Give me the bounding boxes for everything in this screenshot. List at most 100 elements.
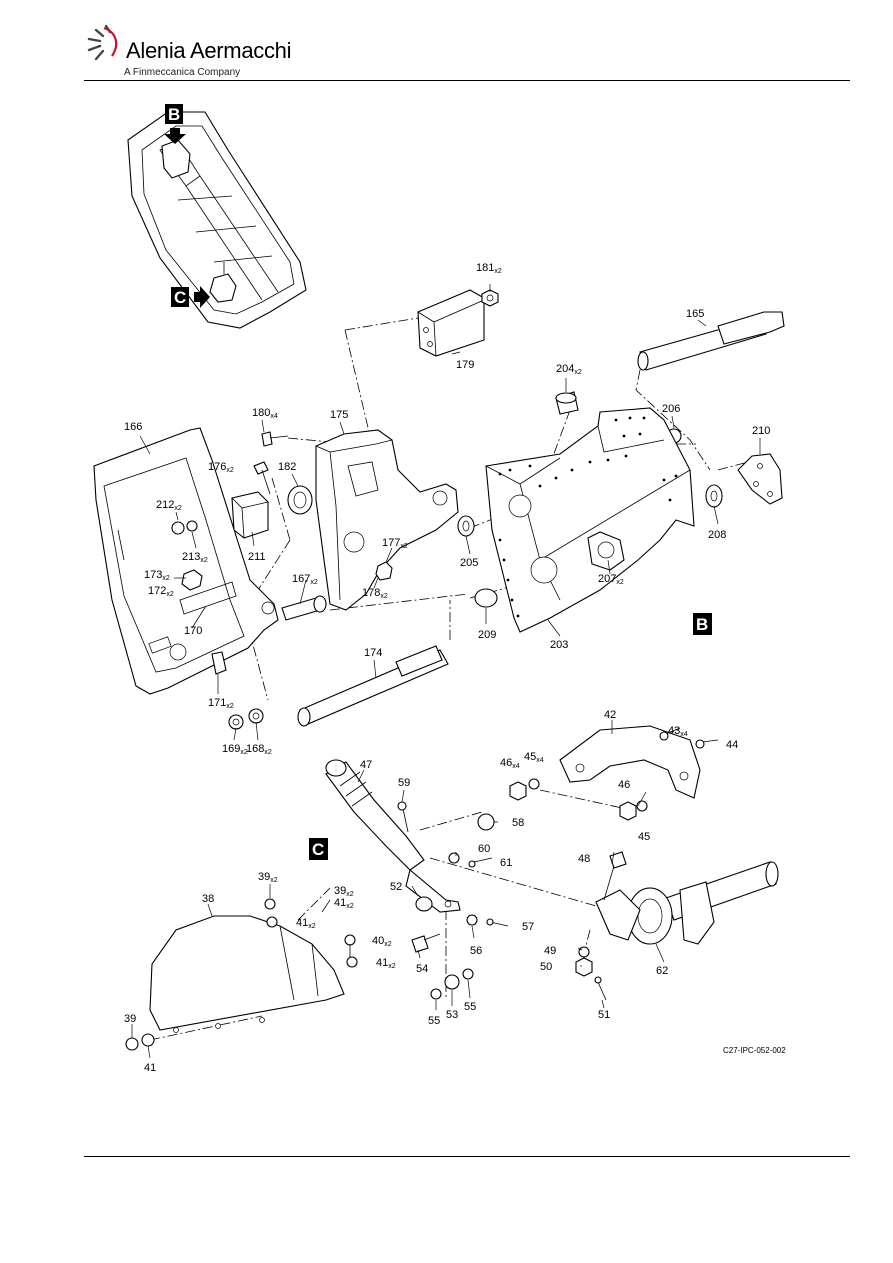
view-tag-c-top: C xyxy=(171,287,189,307)
callout-label: 204x2 xyxy=(556,363,582,376)
callout-label: 179 xyxy=(456,359,474,371)
callout-label: 182 xyxy=(278,461,296,473)
callout-label: 174 xyxy=(364,647,382,659)
callout-label: 46 xyxy=(618,779,630,791)
leader-lines xyxy=(131,284,761,1059)
handle-47 xyxy=(325,759,425,871)
callout-label: 52 xyxy=(390,881,402,893)
callout-label: 41x2 xyxy=(296,917,316,930)
callout-label: 50 xyxy=(540,961,552,973)
callout-label: 55 xyxy=(464,1001,476,1013)
callout-label: 59 xyxy=(398,777,410,789)
bolt-212 xyxy=(171,521,185,535)
callout-labels: 181x2 179 165 204x2 206 210 166 180x4 17… xyxy=(124,262,770,1074)
footer-divider xyxy=(84,1156,850,1157)
arrow-c-icon xyxy=(194,286,210,308)
callout-label: 173x2 xyxy=(144,569,170,582)
callout-label: 53 xyxy=(446,1009,458,1021)
callout-label: 60 xyxy=(478,843,490,855)
callout-label: 203 xyxy=(550,639,568,651)
callout-label: 207x2 xyxy=(598,573,624,586)
callout-label: 42 xyxy=(604,709,616,721)
figure-code: C27-IPC-052-002 xyxy=(723,1046,786,1055)
callout-label: 177x2 xyxy=(382,537,408,550)
callout-label: 178x2 xyxy=(362,587,388,600)
view-tag-b: B xyxy=(693,613,712,635)
bracket-175 xyxy=(315,429,459,611)
callout-label: 46x4 xyxy=(500,757,520,770)
callout-label: 171x2 xyxy=(208,697,234,710)
view-tag-c: C xyxy=(309,838,328,860)
housing-203 xyxy=(485,407,695,633)
callout-label: 205 xyxy=(460,557,478,569)
bearing-205 xyxy=(457,515,475,537)
svg-text:B: B xyxy=(696,615,708,634)
callout-label: 168x2 xyxy=(246,743,272,756)
callout-label: 40x2 xyxy=(372,935,392,948)
bracket-210 xyxy=(737,453,783,505)
bolt-48 xyxy=(603,851,627,901)
bearing-208 xyxy=(705,484,723,508)
screw-43 xyxy=(659,727,681,741)
screw-57 xyxy=(486,918,509,927)
washer-56 xyxy=(466,914,478,926)
washers-53-55 xyxy=(430,968,474,1000)
lever-52 xyxy=(405,869,461,913)
locator-view xyxy=(127,111,307,329)
shaft-165 xyxy=(637,311,785,371)
nut-181 xyxy=(481,289,499,307)
knob-58 xyxy=(477,813,495,831)
screw-44 xyxy=(695,739,719,749)
callout-label: 48 xyxy=(578,853,590,865)
callout-label: 62 xyxy=(656,965,668,977)
washer-168 xyxy=(248,708,264,724)
screw-60 xyxy=(448,852,460,864)
logo-swoosh-icon xyxy=(87,24,118,61)
callout-label: 39x2 xyxy=(258,871,278,884)
shaft-174 xyxy=(297,645,449,727)
washer-213 xyxy=(186,520,198,532)
brand-name: Alenia Aermacchi xyxy=(126,38,292,63)
arrow-b-icon xyxy=(164,128,186,144)
callout-label: 175 xyxy=(330,409,348,421)
brand-subtitle: A Finmeccanica Company xyxy=(124,67,241,78)
cover-38 xyxy=(149,915,345,1033)
callout-label: 41 xyxy=(144,1062,156,1074)
plug-209 xyxy=(474,588,498,608)
callout-label: 45x4 xyxy=(524,751,544,764)
callout-label: 49 xyxy=(544,945,556,957)
callout-label: 172x2 xyxy=(148,585,174,598)
callout-label: 165 xyxy=(686,308,704,320)
callout-label: 167x2 xyxy=(292,573,318,586)
callout-label: 41x2 xyxy=(376,957,396,970)
callout-label: 181x2 xyxy=(476,262,502,275)
bolt-176 xyxy=(253,461,271,495)
fasteners-39-41-lower xyxy=(125,1033,155,1051)
nut-173 xyxy=(181,569,203,591)
callout-label: 166 xyxy=(124,421,142,433)
callout-label: 54 xyxy=(416,963,428,975)
screw-59 xyxy=(397,801,409,833)
callout-label: 39x2 xyxy=(334,885,354,898)
callout-label: 58 xyxy=(512,817,524,829)
washer-49 xyxy=(578,946,590,958)
bushing-204 xyxy=(555,391,579,415)
bolt-171 xyxy=(211,651,227,675)
callout-label: 169x2 xyxy=(222,743,248,756)
washer-45-right xyxy=(636,800,648,812)
bushing-182 xyxy=(287,485,313,515)
header-divider xyxy=(84,80,850,81)
pin-51 xyxy=(594,976,607,1001)
callout-label: 176x2 xyxy=(208,461,234,474)
callout-label: 45 xyxy=(638,831,650,843)
nut-46-left xyxy=(509,781,527,801)
callout-label: 43x4 xyxy=(668,725,688,738)
callout-label: 208 xyxy=(708,529,726,541)
callout-label: 57 xyxy=(522,921,534,933)
callout-label: 44 xyxy=(726,739,738,751)
tube-62 xyxy=(595,861,779,945)
callout-label: 61 xyxy=(500,857,512,869)
callout-label: 41x2 xyxy=(334,897,354,910)
svg-text:B: B xyxy=(168,105,180,124)
